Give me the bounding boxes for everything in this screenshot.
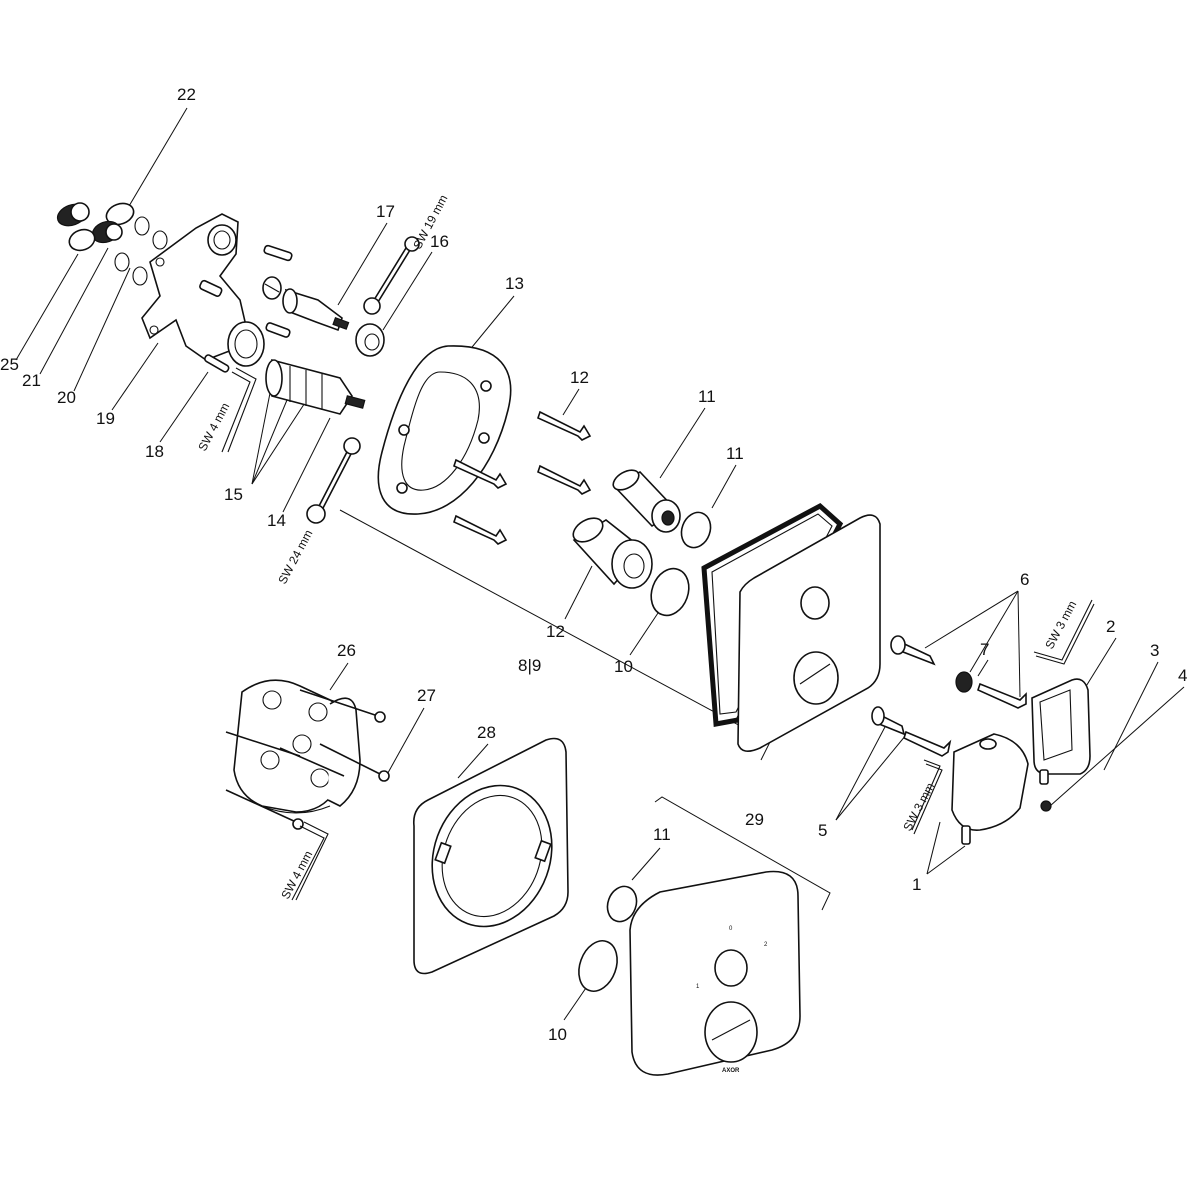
screws-27 — [225, 689, 390, 830]
callout-17: 15 — [224, 485, 243, 504]
callout-2: 2 — [1106, 617, 1115, 636]
callout-labels: 22 17 16 13 12 11 11 25 21 20 19 18 15 1… — [0, 85, 1187, 1044]
callout-25: 25 — [0, 355, 19, 374]
callout-22: 20 — [57, 388, 76, 407]
plate-mark-0: 0 — [729, 926, 733, 932]
screws-14 — [453, 410, 592, 545]
tool-label-sw3-mid: SW 3 mm — [900, 780, 937, 833]
square-frame-28 — [412, 737, 569, 975]
callout-3: 3 — [1150, 641, 1159, 660]
valve-body-21 — [141, 213, 293, 367]
thermostat-cartridge-17 — [265, 358, 366, 415]
callout-24: 22 — [177, 85, 196, 104]
plate-mark-1: 1 — [696, 984, 700, 990]
seal-cartridges-22-25 — [56, 202, 168, 286]
screws-5 — [871, 706, 952, 757]
extension-13 — [612, 469, 681, 533]
plate-mark-2: 2 — [764, 942, 768, 948]
callout-23: 21 — [22, 371, 41, 390]
o-rings-10-11-top — [650, 511, 712, 617]
hex-key-top: SW 4 mm — [195, 354, 257, 453]
callout-18: 16 — [430, 232, 449, 251]
callout-7: 7 — [980, 640, 989, 659]
tool-label-sw4-bottom: SW 4 mm — [278, 848, 315, 901]
callout-13: 11 — [698, 387, 716, 406]
mounting-ring-15 — [377, 345, 512, 515]
callout-16: 14 — [267, 511, 286, 530]
hex-key-right: SW 3 mm — [1033, 598, 1095, 665]
base-unit-26 — [233, 679, 361, 814]
callout-1: 1 — [912, 875, 921, 894]
screw-6 — [890, 635, 1027, 709]
callout-11-top: 11 — [726, 444, 744, 463]
callout-20: 18 — [145, 442, 164, 461]
spindle-19 — [282, 288, 350, 332]
callout-26: 26 — [337, 641, 356, 660]
callout-6: 6 — [1020, 570, 1029, 589]
hex-key-bottom: SW 4 mm — [278, 821, 329, 901]
callout-8-9: 8|9 — [518, 656, 541, 675]
callout-10-top: 10 — [614, 657, 633, 676]
callout-29: 29 — [745, 810, 764, 829]
hex-key-mid: SW 3 mm — [900, 759, 943, 835]
callout-10-bottom: 10 — [548, 1025, 567, 1044]
callout-5: 5 — [818, 821, 827, 840]
callout-11-bottom: 11 — [653, 825, 671, 844]
inner-plate-9 — [737, 514, 881, 752]
callout-21: 19 — [96, 409, 115, 428]
callout-14: 12 — [570, 368, 589, 387]
o-rings-10-11-bottom — [578, 885, 638, 992]
callout-15: 13 — [505, 274, 524, 293]
callout-27: 27 — [417, 686, 436, 705]
tool-label-sw24: SW 24 mm — [275, 527, 315, 586]
callout-12: 12 — [546, 622, 565, 641]
tool-label-sw4-top: SW 4 mm — [195, 400, 232, 453]
knob-1 — [951, 733, 1029, 845]
extension-12 — [572, 517, 653, 589]
callout-28: 28 — [477, 723, 496, 742]
pin-3 — [1039, 769, 1049, 785]
callout-19: 17 — [376, 202, 395, 221]
brand-mark: AXOR — [722, 1068, 740, 1074]
grub-screw-4 — [1040, 800, 1052, 812]
cover-plate-29: 0 1 2 AXOR — [629, 870, 801, 1076]
cap-2 — [1031, 678, 1091, 775]
wrench-sw24: SW 24 mm — [275, 437, 361, 586]
callout-4: 4 — [1178, 666, 1187, 685]
nut-18 — [355, 323, 385, 357]
pin-7 — [955, 671, 973, 693]
